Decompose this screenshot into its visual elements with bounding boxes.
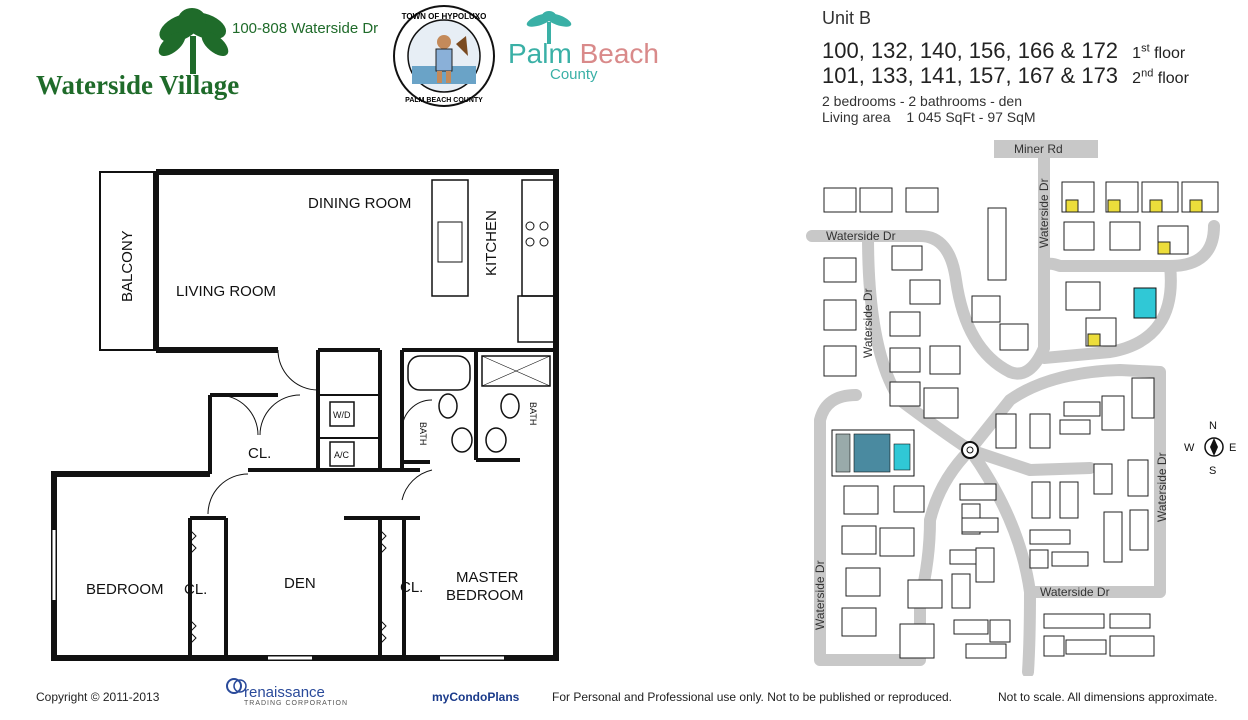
pool-icon-2 <box>893 443 911 471</box>
compass-s: S <box>1209 465 1216 477</box>
label-closet-hall: CL. <box>248 445 271 462</box>
mycondoplans-brand: myCondoPlans <box>432 690 520 704</box>
road-waterside-left: Waterside Dr <box>813 560 827 630</box>
building-blocks <box>823 181 1219 659</box>
county-palm-icon <box>526 11 572 44</box>
town-seal: TOWN OF HYPOLUXO PALM BEACH COUNTY <box>393 5 495 107</box>
living-area: Living area 1 045 SqFt - 97 SqM <box>822 109 1036 125</box>
road-waterside-bottom: Waterside Dr <box>1040 585 1110 599</box>
unit-highlight-166 <box>1157 241 1171 255</box>
svg-text:TOWN OF HYPOLUXO: TOWN OF HYPOLUXO <box>402 12 487 21</box>
floor2-suffix: floor <box>1153 70 1189 87</box>
brand-title: Waterside Village <box>36 70 240 100</box>
floor1-units: 100, 132, 140, 156, 166 & 172 <box>822 38 1119 63</box>
floor2-label: 2 <box>1132 70 1142 87</box>
floor2-row: 101, 133, 141, 157, 167 & 173 2nd floor <box>822 63 1189 89</box>
label-closet-bedroom: CL. <box>184 581 207 598</box>
scale-notice: Not to scale. All dimensions approximate… <box>998 690 1218 704</box>
site-plan: Miner Rd Waterside Dr Waterside Dr Water… <box>806 140 1236 676</box>
compass-n: N <box>1209 420 1217 432</box>
floor-plan: DINING ROOM LIVING ROOM KITCHEN BALCONY … <box>51 169 559 661</box>
floor1-label: 1 <box>1132 45 1142 62</box>
label-bath-2: BATH <box>528 402 538 425</box>
floor2-sup: nd <box>1141 67 1154 80</box>
road-miner: Miner Rd <box>1014 142 1063 156</box>
county-name-palm: Palm <box>508 38 572 69</box>
unit-highlight-156 <box>1149 199 1163 213</box>
floor1-row: 100, 132, 140, 156, 166 & 172 1st floor <box>822 38 1185 64</box>
road-waterside-vert: Waterside Dr <box>1037 178 1051 248</box>
label-balcony: BALCONY <box>119 230 136 302</box>
palm-tree-logo <box>158 8 229 74</box>
county-sub: County <box>550 66 598 83</box>
label-dining: DINING ROOM <box>308 195 411 212</box>
unit-highlight-172 <box>1189 199 1203 213</box>
usage-notice: For Personal and Professional use only. … <box>552 690 953 704</box>
brand-address: 100-808 Waterside Dr <box>232 20 379 37</box>
county-name-beach: Beach <box>579 38 659 69</box>
label-living: LIVING ROOM <box>176 283 276 300</box>
svg-text:PALM BEACH COUNTY: PALM BEACH COUNTY <box>405 97 483 104</box>
floor1-suffix: floor <box>1149 45 1186 62</box>
floor2-units: 101, 133, 141, 157, 167 & 173 <box>822 63 1119 88</box>
renaissance-sub: TRADING CORPORATION <box>244 700 349 707</box>
compass-w: W <box>1184 442 1195 454</box>
area-label: Living area <box>822 109 891 125</box>
pool-icon <box>1133 287 1157 319</box>
road-waterside-right: Waterside Dr <box>1155 452 1169 522</box>
label-ac: A/C <box>334 450 350 460</box>
compass-e: E <box>1229 442 1236 454</box>
label-kitchen: KITCHEN <box>483 210 500 276</box>
unit-highlight-140 <box>1107 199 1121 213</box>
label-wd: W/D <box>333 410 351 420</box>
copyright: Copyright © 2011-2013 <box>36 690 160 704</box>
renaissance-name: renaissance <box>244 684 325 701</box>
unit-highlight-132 <box>1065 199 1079 213</box>
road-waterside-mid: Waterside Dr <box>861 288 875 358</box>
rooms-description: 2 bedrooms - 2 bathrooms - den <box>822 93 1022 109</box>
compass-icon <box>1204 437 1224 457</box>
label-den: DEN <box>284 575 316 592</box>
floor1-sup: st <box>1141 42 1150 55</box>
label-bedroom: BEDROOM <box>86 581 164 598</box>
label-master-1: MASTER <box>456 569 519 586</box>
label-master-2: BEDROOM <box>446 587 524 604</box>
county-name: Palm Beach <box>508 38 659 70</box>
label-bath-1: BATH <box>418 422 428 445</box>
area-value: 1 045 SqFt - 97 SqM <box>906 109 1036 125</box>
unit-title: Unit B <box>822 8 872 28</box>
label-closet-master: CL. <box>400 579 423 596</box>
renaissance-logo-icon <box>226 678 247 694</box>
road-waterside-top: Waterside Dr <box>826 229 896 243</box>
unit-highlight-100 <box>1087 333 1101 347</box>
